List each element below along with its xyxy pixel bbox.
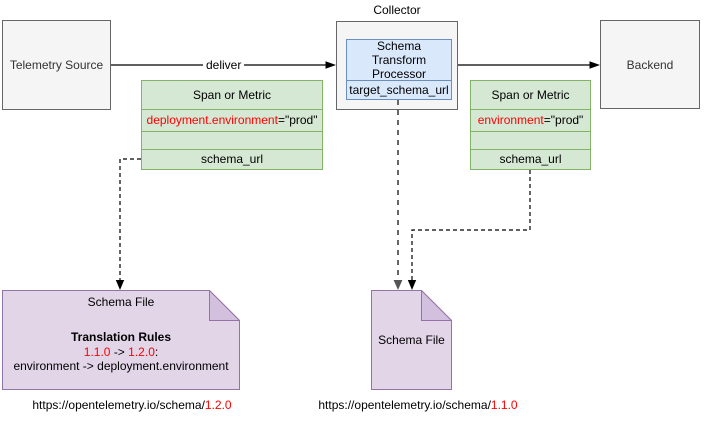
backend-node: Backend	[600, 20, 700, 109]
rule-colon: :	[154, 344, 159, 359]
note-shape-right	[371, 290, 452, 390]
target-schema-url-field: target_schema_url	[349, 83, 449, 97]
rule-version-from: 1.1.0	[83, 344, 111, 359]
rule-arrow-text: ->	[113, 344, 125, 359]
span-left-attribute-value: ="prod"	[277, 113, 318, 127]
translation-rules-block: Translation Rules 1.1.0 -> 1.2.0: enviro…	[2, 330, 240, 374]
span-or-metric-right-node: Span or Metric environment="prod" schema…	[470, 80, 591, 170]
note-shape-left	[2, 290, 240, 390]
schema-url-left-version: 1.2.0	[204, 398, 232, 412]
collector-title: Collector	[373, 3, 421, 17]
span-right-schema-url-row: schema_url	[471, 149, 590, 169]
translation-rule-mapping: environment -> deployment.environment	[13, 359, 229, 373]
span-or-metric-left-node: Span or Metric deployment.environment="p…	[141, 80, 323, 170]
schema-transform-processor-node: Schema Transform Processor target_schema…	[346, 39, 452, 100]
span-right-title: Span or Metric	[491, 88, 570, 102]
translation-rule-versions: 1.1.0 -> 1.2.0:	[2, 345, 240, 360]
telemetry-source-node: Telemetry Source	[2, 20, 111, 110]
schema-url-left-base: https://opentelemetry.io/schema/	[32, 398, 205, 412]
span-left-attribute-row: deployment.environment="prod"	[142, 109, 322, 131]
span-left-attribute-key: deployment.environment	[146, 113, 278, 127]
schema-url-text-right: https://opentelemetry.io/schema/1.1.0	[296, 398, 540, 412]
processor-title: Schema Transform Processor	[347, 39, 451, 81]
note-fold-corner-right	[421, 290, 452, 321]
span-left-title: Span or Metric	[192, 88, 272, 102]
note-fold-corner-left	[209, 290, 240, 321]
translation-rules-heading: Translation Rules	[70, 330, 172, 344]
span-left-schema-url-row: schema_url	[142, 149, 322, 169]
schema-file-left-node: Schema File Translation Rules 1.1.0 -> 1…	[2, 290, 240, 390]
schema-file-right-node: Schema File	[371, 290, 452, 390]
deliver-edge-label: deliver	[203, 58, 245, 72]
schema-url-right-version: 1.1.0	[490, 398, 518, 412]
rule-version-to: 1.2.0	[128, 344, 155, 359]
schema-file-right-title: Schema File	[378, 333, 445, 347]
telemetry-source-label: Telemetry Source	[9, 58, 104, 72]
target-schema-url-arrowhead	[393, 280, 403, 290]
span-left-empty-row	[142, 131, 322, 149]
span-right-empty-row	[471, 131, 590, 149]
span-right-attribute-key: environment	[477, 113, 544, 127]
schema-url-text-left: https://opentelemetry.io/schema/1.2.0	[10, 398, 254, 412]
schema-url-left-dashed-line	[119, 158, 141, 280]
deliver-arrowhead	[325, 61, 336, 69]
backend-label: Backend	[626, 57, 674, 72]
collector-backend-arrowhead	[589, 61, 600, 69]
schema-url-right-dashed-line	[411, 170, 531, 280]
span-right-attribute-row: environment="prod"	[471, 109, 590, 131]
schema-url-left-arrowhead	[115, 280, 125, 290]
schema-url-right-arrowhead	[407, 280, 417, 290]
schema-file-left-title: Schema File	[87, 295, 155, 309]
span-right-attribute-value: ="prod"	[543, 113, 584, 127]
schema-url-right-base: https://opentelemetry.io/schema/	[318, 398, 491, 412]
